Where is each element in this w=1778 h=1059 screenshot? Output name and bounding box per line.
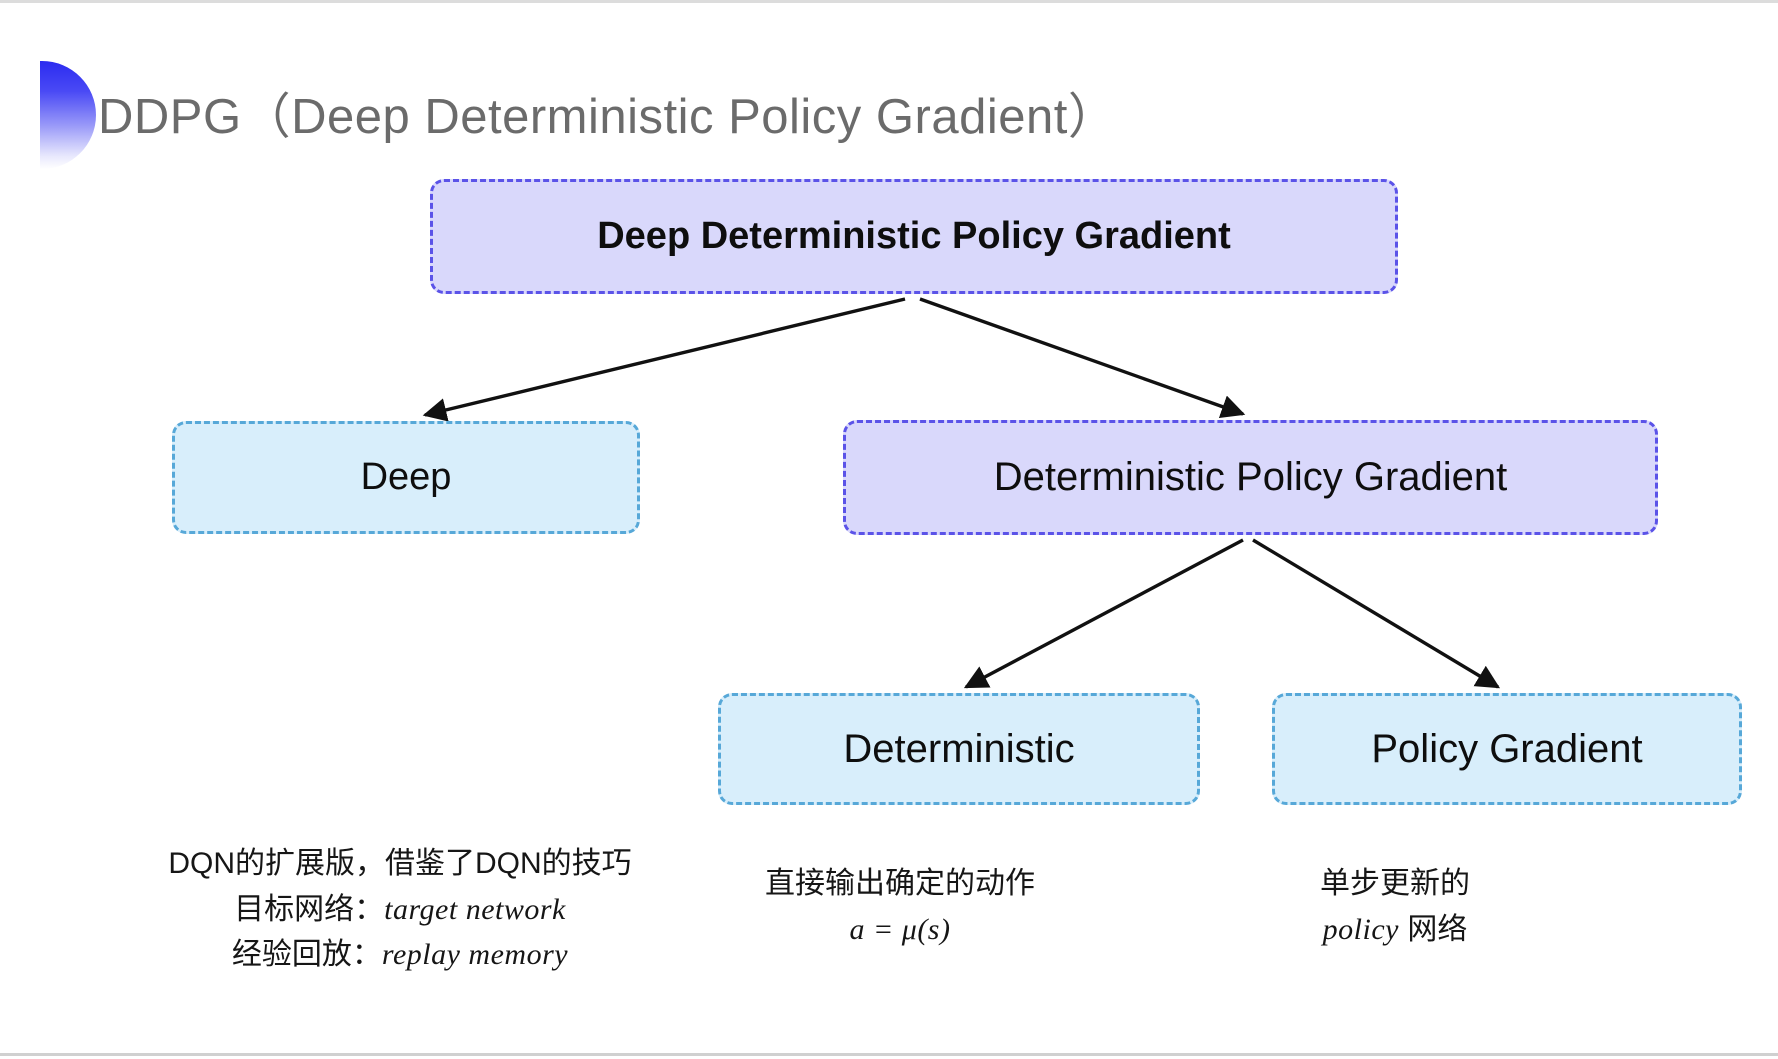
annotation-deterministic-formula: a = μ(s)	[849, 912, 951, 946]
connector-root-to-dpg	[919, 297, 1246, 419]
annotation-deep-line-3-label: 经验回放：	[231, 938, 382, 972]
annotation-policy-gradient-line-1: 单步更新的	[1320, 867, 1470, 900]
annotation-deep-line-2-term: target network	[384, 892, 566, 926]
connector-dpg-to-policy-gradient	[1252, 538, 1501, 689]
node-deep[interactable]: Deep	[172, 421, 640, 534]
annotation-deterministic: 直接输出确定的动作 a = μ(s)	[710, 861, 1090, 952]
annotation-deep-line-2-label: 目标网络：	[234, 892, 385, 926]
title-accent-shape-icon	[40, 61, 96, 169]
annotation-deep: DQN的扩展版，借鉴了DQN的技巧 目标网络：target network 经验…	[120, 841, 680, 978]
annotation-policy-gradient-suffix: 网络	[1398, 912, 1468, 946]
annotation-deterministic-line-1: 直接输出确定的动作	[765, 867, 1035, 900]
annotation-policy-gradient: 单步更新的 policy 网络	[1230, 861, 1560, 952]
node-deterministic[interactable]: Deterministic	[718, 693, 1200, 805]
annotation-deep-line-1: DQN的扩展版，借鉴了DQN的技巧	[168, 847, 632, 880]
connector-dpg-to-deterministic	[963, 538, 1244, 689]
node-policy-gradient[interactable]: Policy Gradient	[1272, 693, 1742, 805]
node-deterministic-policy-gradient[interactable]: Deterministic Policy Gradient	[843, 420, 1658, 535]
node-deep-deterministic-policy-gradient[interactable]: Deep Deterministic Policy Gradient	[430, 179, 1398, 294]
annotation-policy-gradient-line-2: policy 网络	[1230, 907, 1560, 953]
page-title: DDPG（Deep Deterministic Policy Gradient）	[98, 90, 1118, 144]
annotation-deep-line-3: 经验回放：replay memory	[120, 932, 680, 978]
annotation-deep-line-2: 目标网络：target network	[120, 887, 680, 933]
annotation-deep-line-3-term: replay memory	[381, 938, 569, 972]
connector-root-to-deep	[422, 297, 906, 422]
annotation-policy-gradient-term: policy	[1322, 912, 1399, 946]
